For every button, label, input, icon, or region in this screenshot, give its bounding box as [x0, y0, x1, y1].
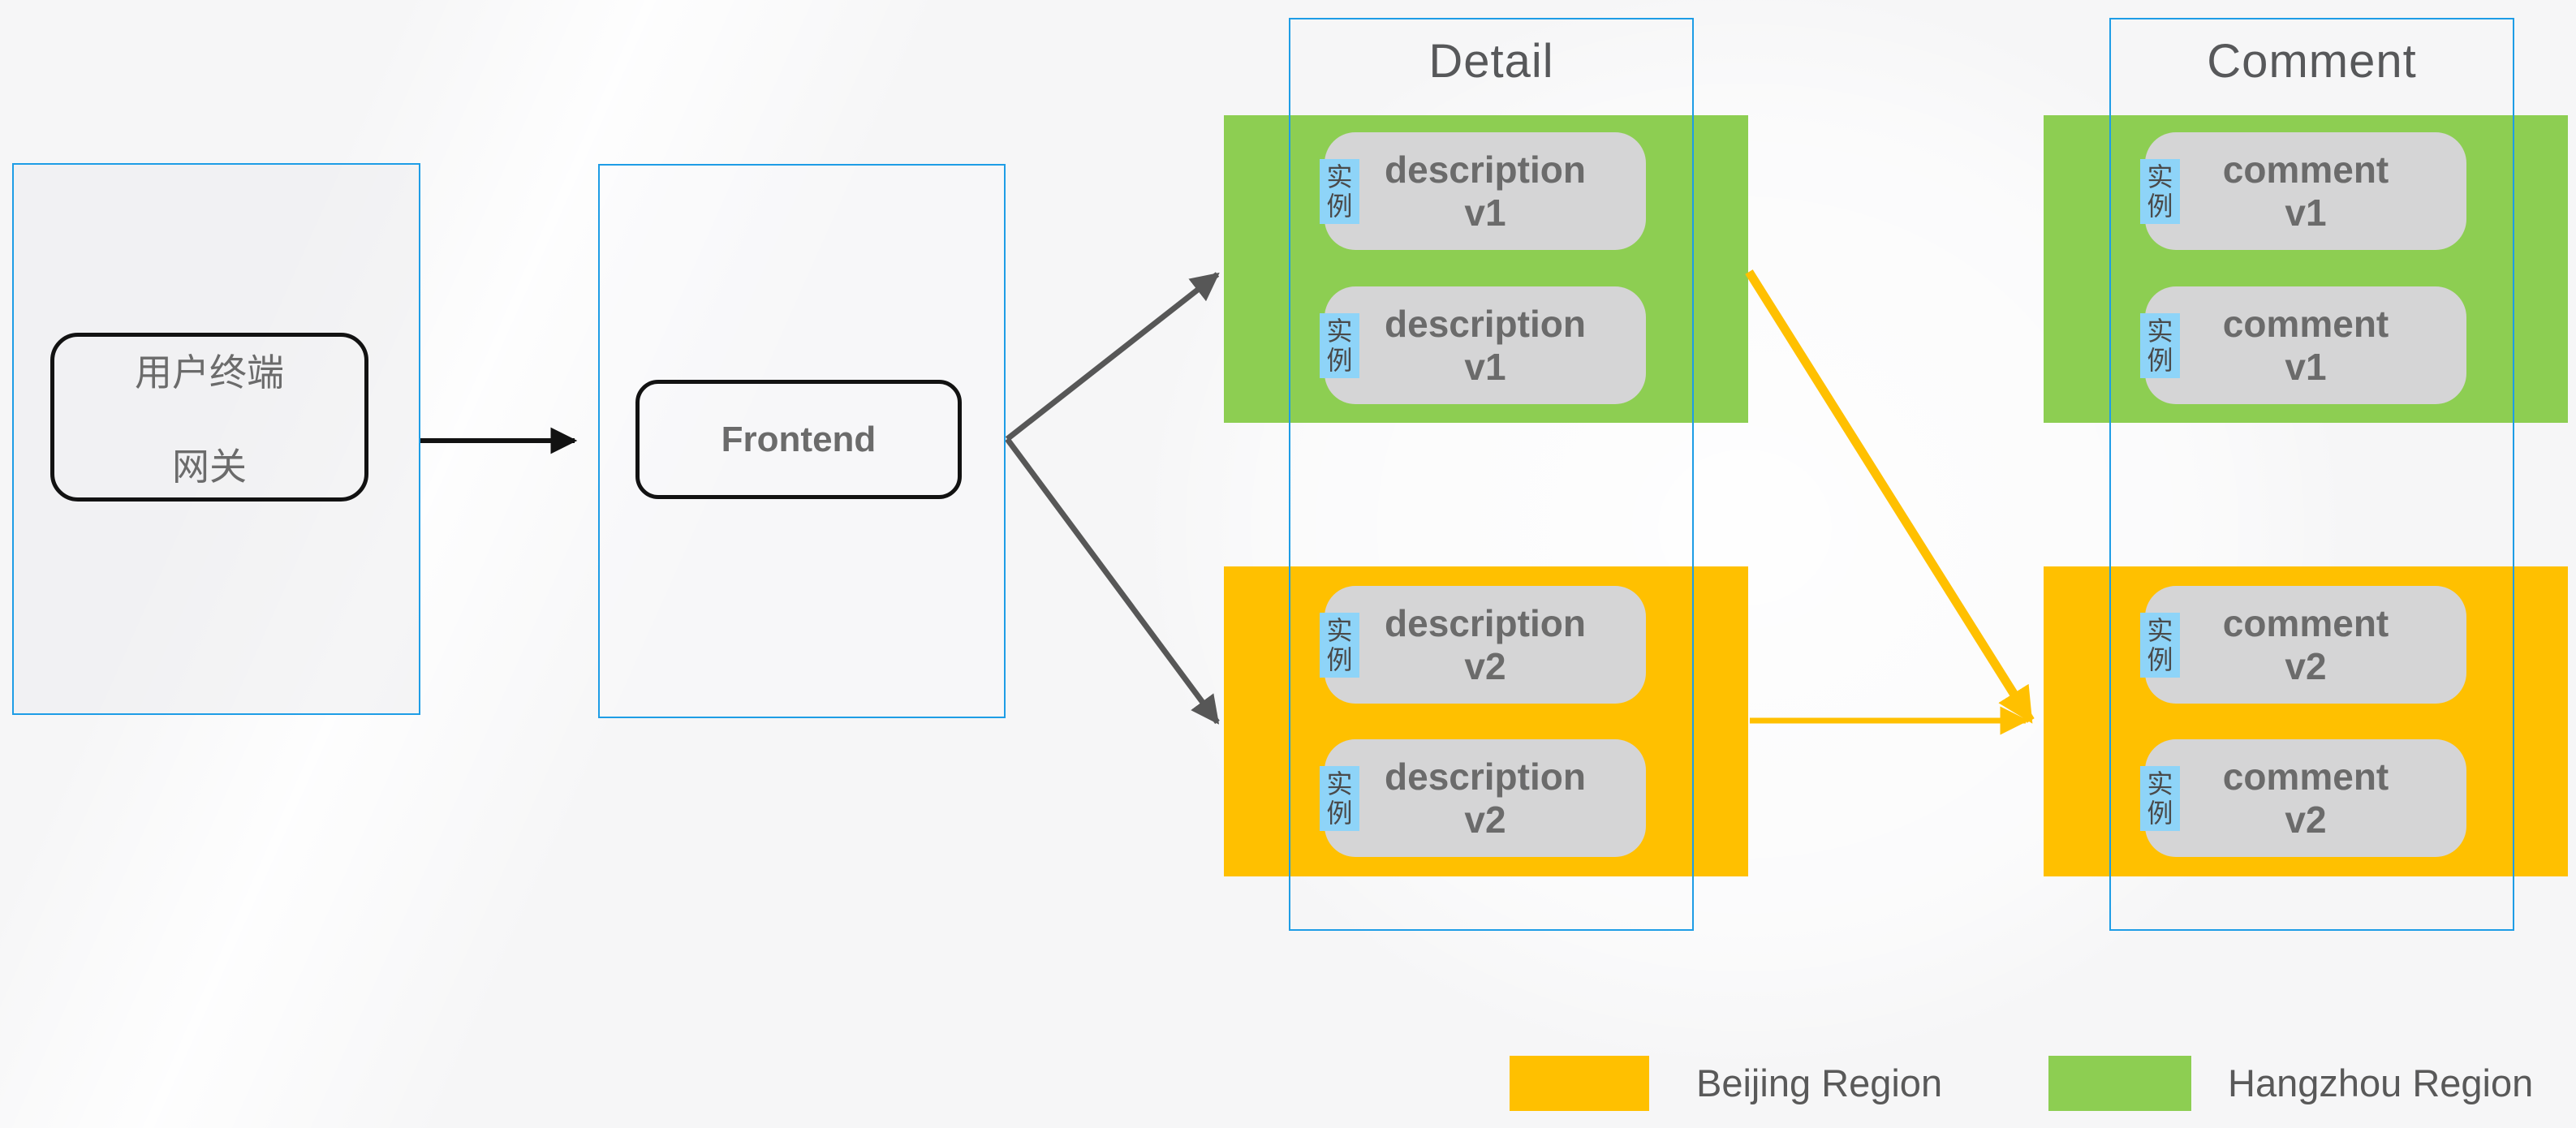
detail-section-title: Detail — [1428, 35, 1554, 88]
arrow-detail-hangzhou-to-comment-beijing — [1745, 269, 2035, 724]
instance-tag-char: 例 — [2147, 344, 2173, 376]
instance-tag-char: 例 — [1326, 644, 1353, 675]
instance-card-label-line2: v1 — [1464, 191, 1506, 234]
comment-section-title: Comment — [2207, 35, 2417, 88]
instance-card-label-line2: v2 — [2285, 798, 2327, 841]
instance-tag: 实例 — [1320, 765, 1359, 831]
instance-tag: 实例 — [1320, 612, 1359, 678]
instance-card-label-line2: v1 — [2285, 345, 2327, 388]
instance-card-label-line1: comment — [2222, 302, 2389, 345]
instance-tag-char: 例 — [1326, 797, 1353, 829]
instance-tag-char: 实 — [1326, 315, 1353, 347]
instance-card-label-line2: v2 — [1464, 798, 1506, 841]
instance-tag: 实例 — [1320, 158, 1359, 224]
instance-card-label-line2: v2 — [2285, 644, 2327, 687]
instance-card-label-line2: v2 — [1464, 644, 1506, 687]
background-light-band — [0, 0, 1141, 1128]
gateway-label-line1: 用户终端 — [135, 351, 284, 394]
instance-card-label-line1: comment — [2222, 755, 2389, 798]
hangzhou-region-legend-label: Hangzhou Region — [2228, 1061, 2534, 1104]
frontend-node: Frontend — [635, 380, 962, 499]
instance-tag-char: 例 — [1326, 344, 1353, 376]
instance-card-label-line1: description — [1385, 302, 1586, 345]
instance-card-label-line1: description — [1385, 148, 1586, 191]
gateway-label-line2: 网关 — [172, 446, 247, 488]
instance-card-label-line1: comment — [2222, 148, 2389, 191]
instance-tag-char: 实 — [2147, 315, 2173, 347]
instance-tag: 实例 — [2140, 765, 2180, 831]
beijing-region-legend-swatch — [1510, 1056, 1649, 1111]
instance-tag: 实例 — [2140, 312, 2180, 378]
instance-card-label-line2: v1 — [2285, 191, 2327, 234]
instance-tag-char: 实 — [1326, 161, 1353, 192]
instance-tag-char: 例 — [2147, 644, 2173, 675]
user-terminal-gateway-node: 用户终端 网关 — [50, 333, 368, 502]
instance-tag-char: 例 — [2147, 190, 2173, 222]
instance-card-label-line1: description — [1385, 755, 1586, 798]
instance-tag: 实例 — [2140, 612, 2180, 678]
instance-tag: 实例 — [2140, 158, 2180, 224]
instance-card-label-line1: comment — [2222, 601, 2389, 644]
arrow-frontend-to-detail-beijing — [1005, 437, 1220, 725]
instance-tag-char: 实 — [1326, 614, 1353, 646]
instance-card-label-line2: v1 — [1464, 345, 1506, 388]
hangzhou-region-legend-swatch — [2048, 1056, 2191, 1111]
frontend-label: Frontend — [721, 419, 877, 459]
instance-tag-char: 实 — [2147, 614, 2173, 646]
instance-card-label-line1: description — [1385, 601, 1586, 644]
instance-tag-char: 例 — [2147, 797, 2173, 829]
background-white-wave — [0, 885, 730, 1128]
instance-tag-char: 实 — [2147, 161, 2173, 192]
arrow-frontend-to-detail-hangzhou — [1005, 272, 1220, 441]
instance-tag-char: 例 — [1326, 190, 1353, 222]
instance-tag: 实例 — [1320, 312, 1359, 378]
beijing-region-legend-label: Beijing Region — [1696, 1061, 1943, 1104]
instance-tag-char: 实 — [1326, 768, 1353, 799]
instance-tag-char: 实 — [2147, 768, 2173, 799]
